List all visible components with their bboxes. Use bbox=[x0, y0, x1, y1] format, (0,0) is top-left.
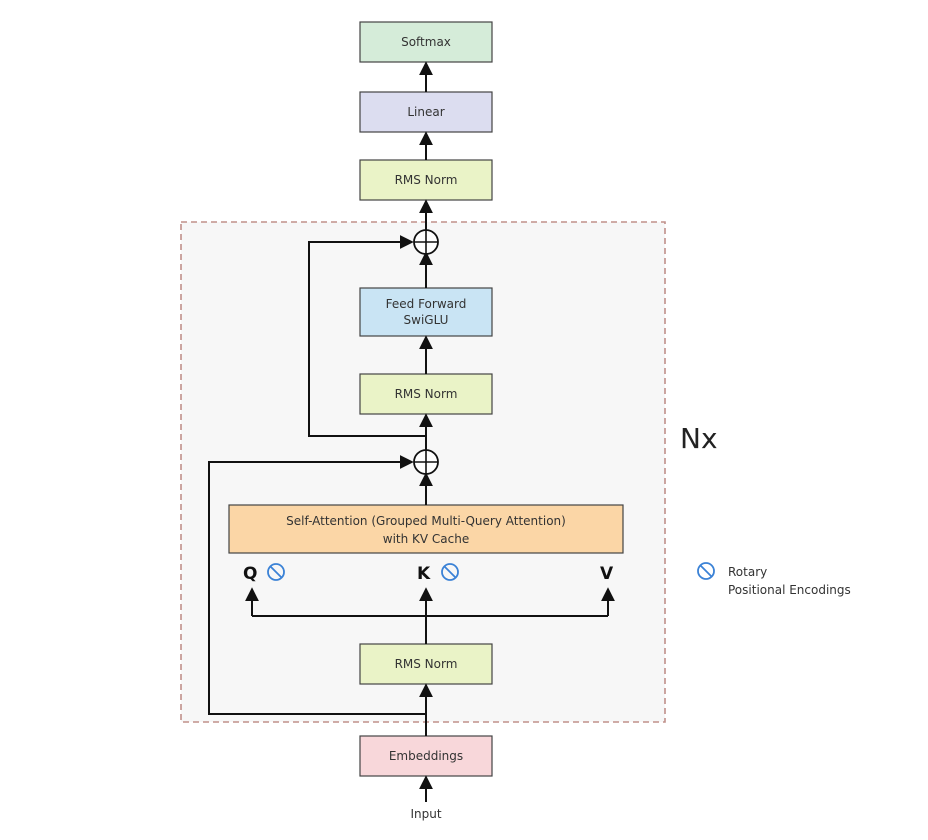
legend-rotary-label: Rotary bbox=[728, 565, 767, 579]
swiglu-label: SwiGLU bbox=[404, 313, 449, 327]
q-label: Q bbox=[243, 564, 257, 584]
add-node-feed-forward bbox=[413, 229, 439, 255]
rotary-icon bbox=[441, 563, 459, 581]
linear-label: Linear bbox=[407, 105, 444, 119]
rms-norm-mid-label: RMS Norm bbox=[395, 387, 458, 401]
add-node-attention bbox=[413, 449, 439, 475]
feed-forward-label: Feed Forward bbox=[386, 297, 467, 311]
softmax-label: Softmax bbox=[401, 35, 451, 49]
kv-cache-label: with KV Cache bbox=[383, 532, 469, 546]
embeddings-label: Embeddings bbox=[389, 749, 463, 763]
legend-positional-label: Positional Encodings bbox=[728, 583, 851, 597]
k-label: K bbox=[417, 564, 431, 584]
residual-connection-feed-forward bbox=[308, 235, 426, 437]
rms-norm-bottom-label: RMS Norm bbox=[395, 657, 458, 671]
rms-norm-top-label: RMS Norm bbox=[395, 173, 458, 187]
self-attention-label: Self-Attention (Grouped Multi-Query Atte… bbox=[286, 514, 566, 528]
feed-forward-block bbox=[359, 287, 493, 337]
residual-connection-attention bbox=[208, 455, 426, 715]
rotary-icon bbox=[267, 563, 285, 581]
softmax-block bbox=[359, 21, 493, 63]
v-label: V bbox=[600, 564, 614, 584]
embeddings-block bbox=[359, 735, 493, 777]
input-label: Input bbox=[410, 807, 441, 821]
rms-norm-mid-block bbox=[359, 373, 493, 415]
self-attention-block bbox=[228, 504, 624, 554]
repeat-label: Nx bbox=[680, 422, 718, 455]
rms-norm-bottom-block bbox=[359, 643, 493, 685]
rotary-icon bbox=[697, 562, 715, 580]
